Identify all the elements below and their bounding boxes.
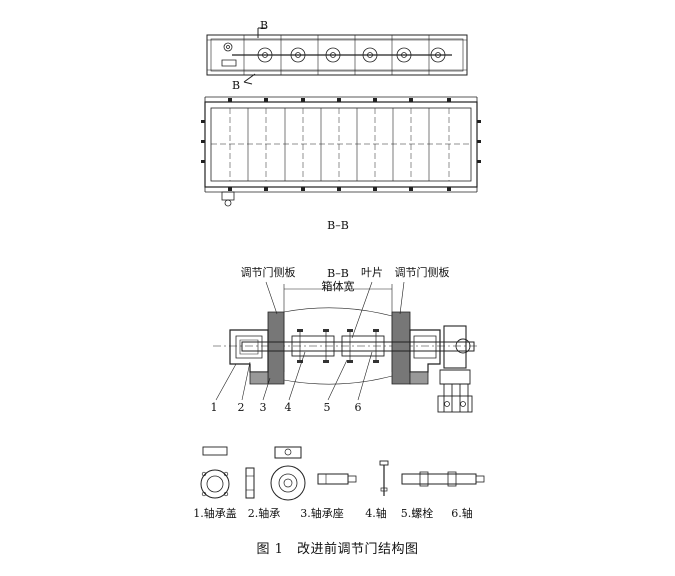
section-detail <box>213 281 478 413</box>
shaft-icon <box>317 473 357 485</box>
bearing-cover-icon <box>200 446 230 499</box>
callout-1: 1 <box>211 401 218 414</box>
section-marker-bottom: B <box>232 79 240 92</box>
detail-section-label: B–B <box>327 267 349 280</box>
shaft-long-icon <box>401 471 485 487</box>
left-plate-label: 调节门侧板 <box>241 265 296 279</box>
callout-3: 3 <box>260 401 267 414</box>
callout-2: 2 <box>238 401 245 414</box>
callout-6: 6 <box>355 401 362 414</box>
section-marker-top: B <box>260 19 268 32</box>
part-label-3: 3.轴承座 <box>300 506 344 520</box>
parts-row <box>200 446 485 501</box>
part-label-4: 4.轴 <box>365 506 387 520</box>
bearing-icon <box>245 467 255 499</box>
section-title: B–B <box>327 219 349 232</box>
bolt-icon <box>379 460 389 496</box>
part-label-2: 2.轴承 <box>248 506 281 520</box>
part-label-6: 6.轴 <box>451 506 473 520</box>
right-plate-label: 调节门侧板 <box>395 265 450 279</box>
callout-5: 5 <box>324 401 331 414</box>
part-label-5: 5.螺栓 <box>401 506 434 520</box>
part-label-1: 1.轴承盖 <box>193 506 237 520</box>
blade-label: 叶片 <box>361 266 383 279</box>
front-view <box>201 96 481 207</box>
bearing-seat-icon <box>270 446 306 501</box>
figure-caption: 图 1 改进前调节门结构图 <box>256 542 419 557</box>
top-plan-view <box>206 27 468 85</box>
callout-4: 4 <box>285 401 292 414</box>
box-width-label: 箱体宽 <box>322 279 355 293</box>
